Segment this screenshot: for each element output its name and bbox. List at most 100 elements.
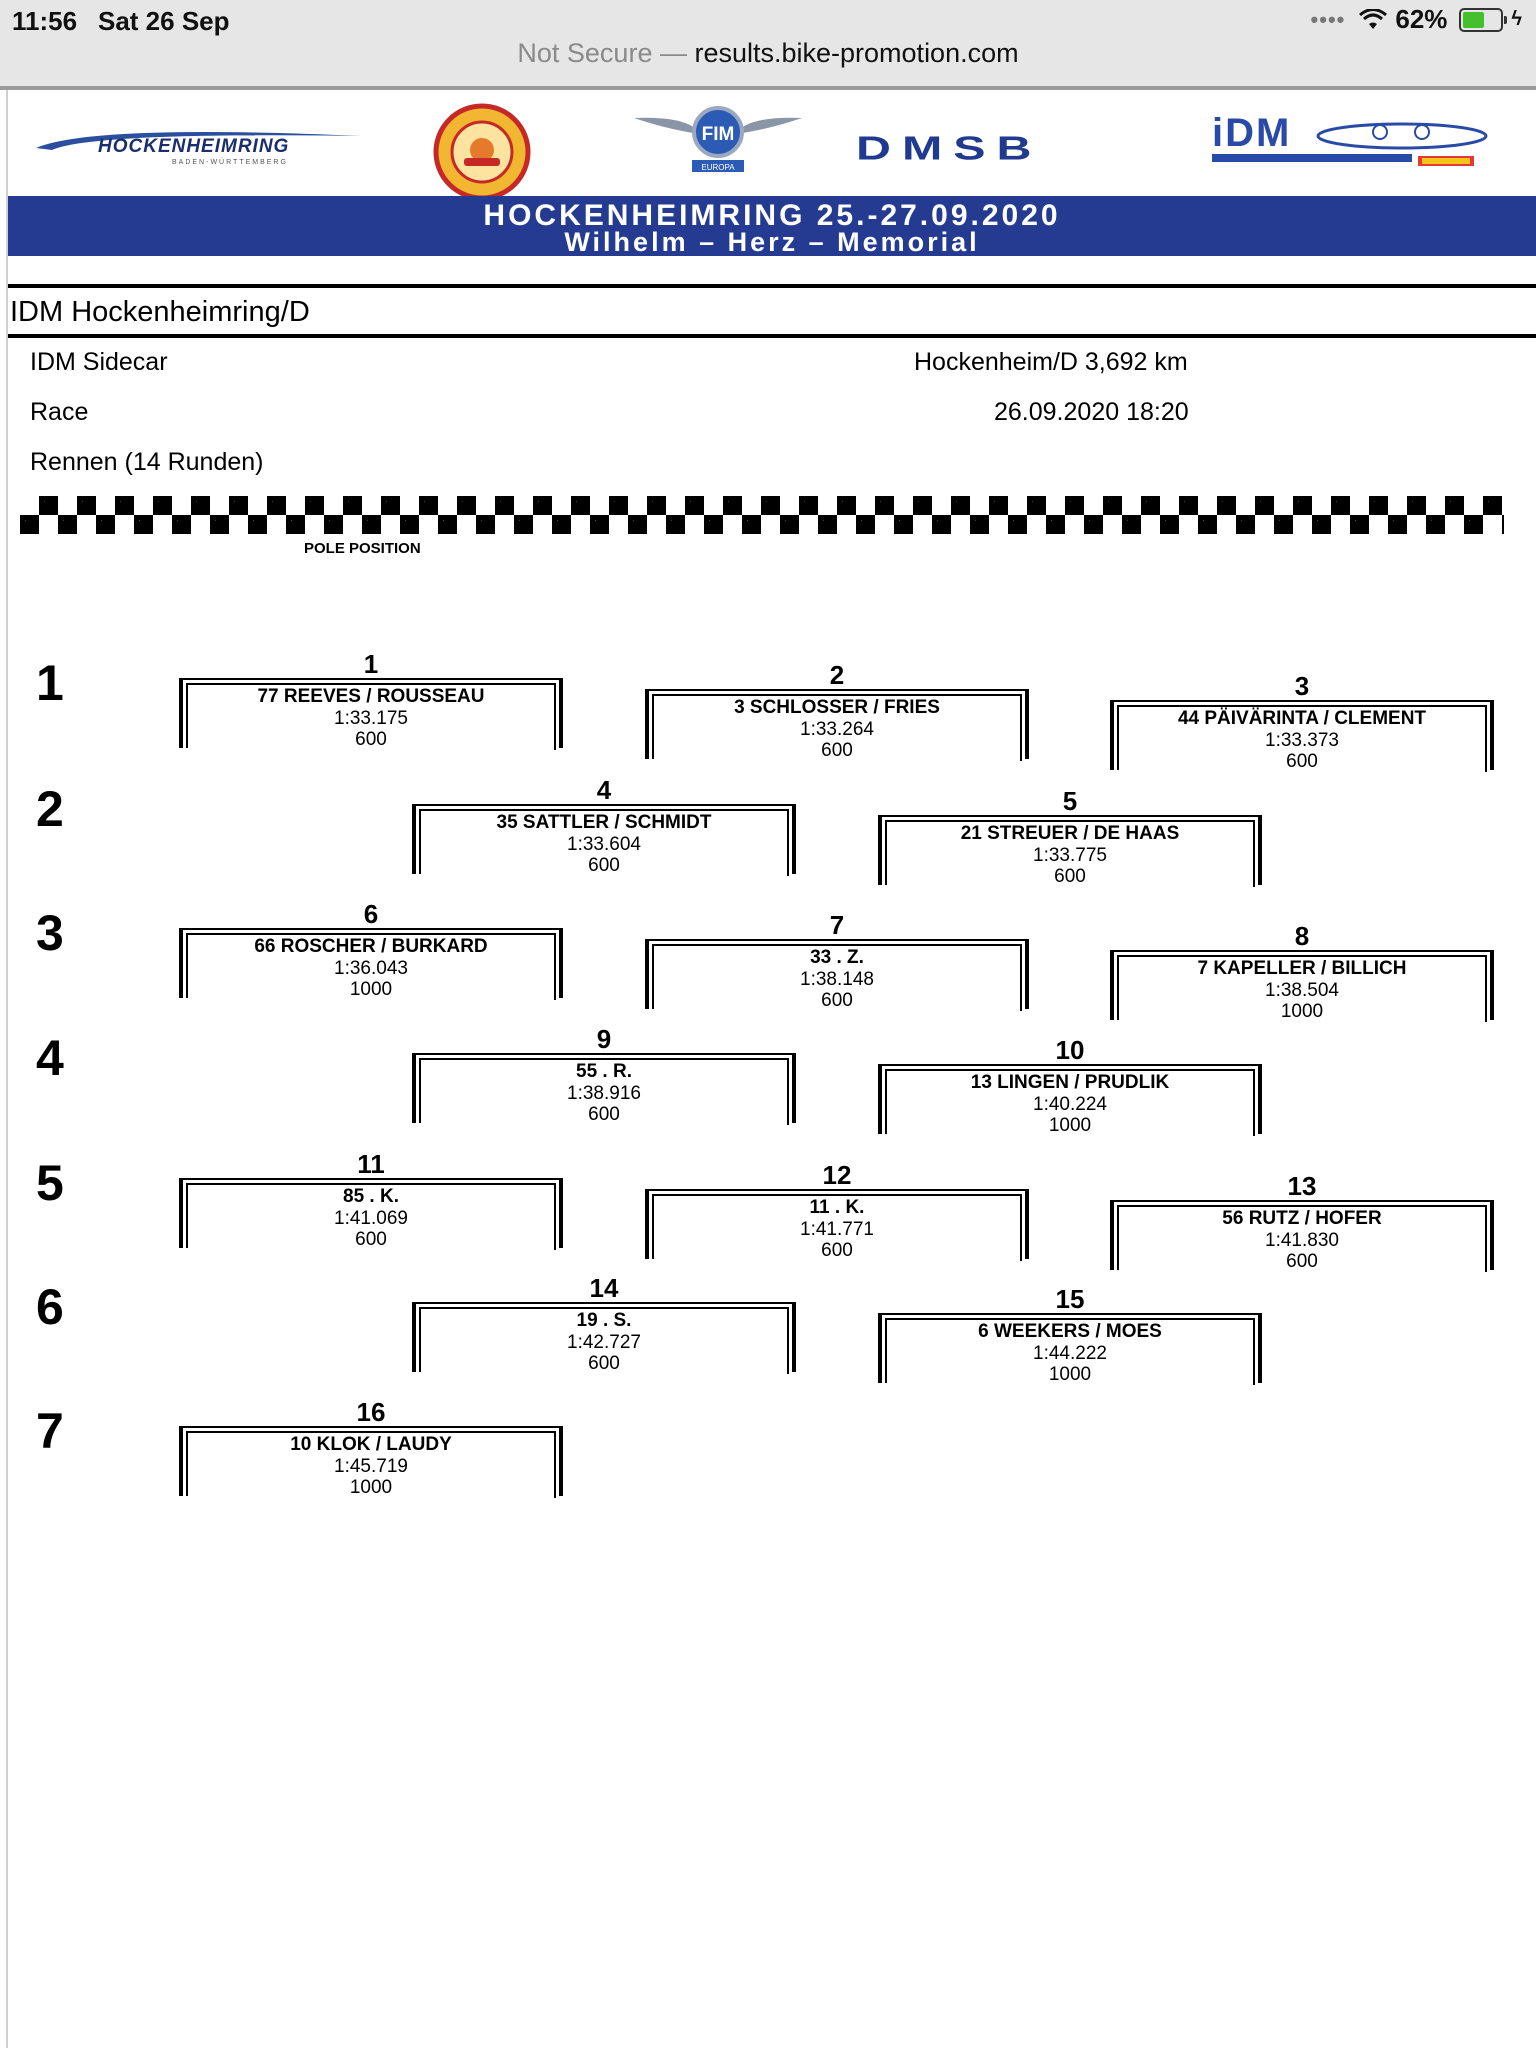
club-seal-logo [433,103,531,201]
dmsb-logo: DMSB [856,130,1042,167]
results-page: HOCKENHEIMRING BADEN-WÜRTTEMBERG FIM EUR… [6,90,1536,2048]
status-time: 11:56 [12,6,78,36]
engine-cc: 1000 [349,979,393,1000]
lap-time: 1:41.771 [800,1219,874,1240]
class-name: IDM Sidecar [30,348,168,376]
engine-cc: 600 [355,729,387,750]
idm-logo-text: iDM [1212,111,1291,155]
fim-logo-subtext: EUROPA [701,163,735,172]
dmsb-logo-text: DMSB [856,130,1042,167]
rider-names: 55 . R. [576,1061,632,1082]
lap-time: 1:42.727 [567,1332,641,1353]
fim-europa-logo: FIM EUROPA [634,106,802,172]
grid-position: 15 [1055,1284,1085,1314]
engine-cc: 600 [588,1104,620,1125]
wifi-icon [1359,8,1388,29]
event-title: IDM Hockenheimring/D [10,296,310,328]
lap-time: 1:33.775 [1033,845,1107,866]
lap-time: 1:45.719 [334,1456,408,1477]
rider-names: 11 . K. [809,1197,865,1218]
sponsor-logos: HOCKENHEIMRING BADEN-WÜRTTEMBERG FIM EUR… [8,98,1536,201]
lap-time: 1:36.043 [334,958,408,979]
rider-names: 85 . K. [343,1186,399,1207]
lap-time: 1:41.069 [334,1208,408,1229]
checkered-flag-banner [20,496,1504,534]
hockenheimring-logo-text: HOCKENHEIMRING [98,136,289,157]
engine-cc: 1000 [1280,1001,1324,1022]
engine-cc: 600 [588,855,620,876]
rider-names: 77 REEVES / ROUSSEAU [257,686,485,707]
charging-icon: ϟ [1511,8,1522,30]
grid-row-number: 1 [36,655,64,711]
lap-time: 1:38.504 [1265,980,1339,1001]
lap-time: 1:40.224 [1033,1094,1107,1115]
banner-title: HOCKENHEIMRING 25.-27.09.2020 [483,199,1061,232]
rider-names: 44 PÄIVÄRINTA / CLEMENT [1177,708,1427,729]
engine-cc: 600 [821,740,853,761]
grid-position: 13 [1287,1171,1317,1201]
event-banner: HOCKENHEIMRING 25.-27.09.2020 Wilhelm – … [8,196,1536,256]
engine-cc: 1000 [349,1477,393,1498]
lap-time: 1:38.916 [567,1083,641,1104]
grid-position: 5 [1062,786,1078,816]
grid-position: 2 [829,660,845,690]
lap-time: 1:41.830 [1265,1230,1339,1251]
engine-cc: 600 [1286,1251,1318,1272]
fim-logo-text: FIM [702,124,735,145]
divider [8,284,1536,288]
rider-names: 21 STREUER / DE HAAS [960,823,1180,844]
grid-position: 9 [596,1024,612,1054]
grid-row-number: 5 [36,1155,64,1211]
grid-position: 14 [589,1273,619,1303]
url-host: results.bike-promotion.com [694,38,1019,68]
battery-fill [1463,11,1485,28]
address-bar[interactable]: Not Secure — results.bike-promotion.com [0,38,1536,69]
lap-time: 1:33.604 [567,834,641,855]
grid-position: 10 [1055,1035,1085,1065]
status-date: Sat 26 Sep [98,6,230,36]
engine-cc: 600 [1054,866,1086,887]
security-label: Not Secure — [517,38,687,68]
lap-time: 1:38.148 [800,969,874,990]
grid-row-number: 7 [36,1403,64,1459]
engine-cc: 600 [821,990,853,1011]
lap-time: 1:44.222 [1033,1343,1107,1364]
race-description: Rennen (14 Runden) [30,448,264,476]
engine-cc: 1000 [1048,1364,1092,1385]
browser-chrome: 11:56 Sat 26 Sep •••• 62% ϟ Not Secure —… [0,0,1536,90]
session-datetime: 26.09.2020 18:20 [994,398,1189,426]
grid-row-number: 3 [36,905,64,961]
rider-names: 19 . S. [576,1310,632,1331]
rider-names: 10 KLOK / LAUDY [290,1434,452,1455]
lap-time: 1:33.175 [334,708,408,729]
grid-position: 7 [829,910,845,940]
lap-time: 1:33.264 [800,719,874,740]
grid-position: 16 [356,1397,386,1427]
grid-position: 12 [822,1160,852,1190]
divider [8,334,1536,338]
pole-position-label: POLE POSITION [304,540,421,557]
rider-names: 66 ROSCHER / BURKARD [254,936,488,957]
grid-position: 3 [1294,671,1310,701]
